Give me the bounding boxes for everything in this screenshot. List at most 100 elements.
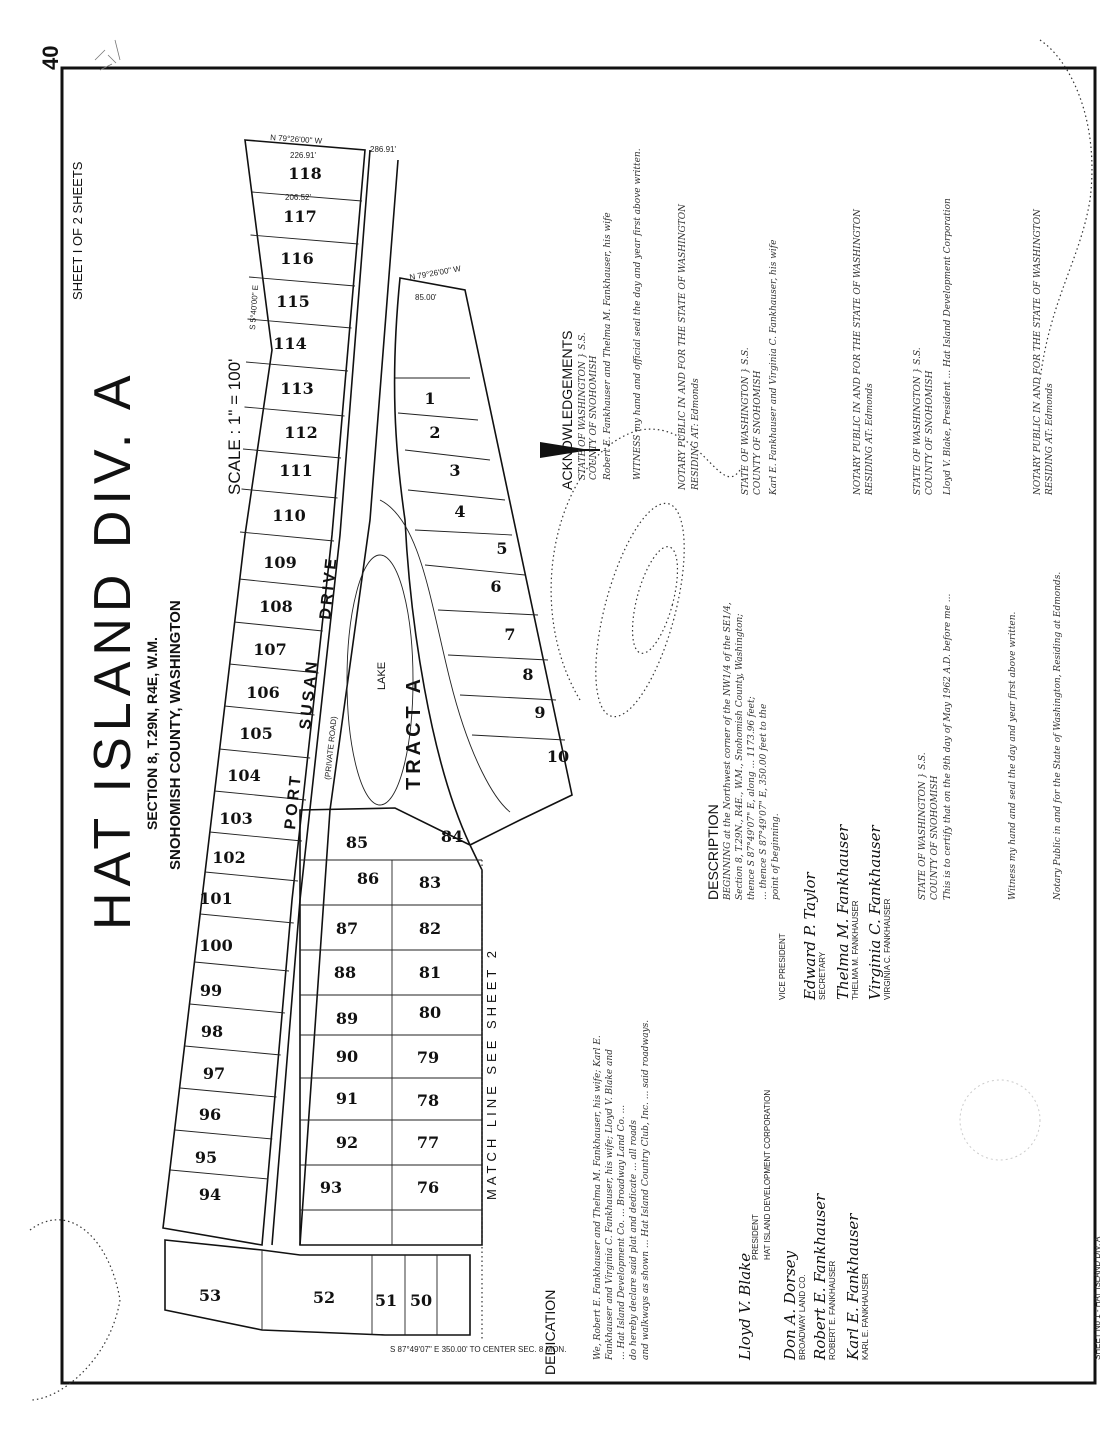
lot-number-81: 81	[419, 963, 441, 982]
broadway-land-co: BROADWAY LAND CO.	[798, 1274, 807, 1360]
signature: Lloyd V. Blake	[736, 1253, 754, 1361]
east-road-curve	[379, 499, 511, 813]
title-president: PRESIDENT	[751, 1214, 760, 1260]
dedication-text: We, Robert E. Fankhauser and Thelma M. F…	[593, 1020, 651, 1361]
lot1-length: 85.00'	[415, 293, 437, 302]
lot-line	[247, 318, 352, 329]
footer-sheet-label: SHEET No 1 - HAT ISLAND DIV. A	[1093, 1236, 1102, 1360]
notary-line: Witness my hand and seal the day and yea…	[1008, 611, 1018, 900]
lot-number-98: 98	[201, 1022, 223, 1041]
plat-title: HAT ISLAND DIV. A	[84, 369, 142, 930]
lot-number-5: 5	[496, 539, 507, 558]
road-name-drive: DRIVE	[317, 555, 341, 620]
lot-line	[219, 748, 311, 759]
lot-number-114: 114	[273, 334, 306, 353]
lot-number-110: 110	[272, 506, 305, 525]
lot-line	[170, 1169, 269, 1180]
lot-line	[239, 531, 335, 542]
lot-number-53: 53	[199, 1286, 221, 1305]
plat-subtitle-section: SECTION 8, T.29N, R4E, W.M.	[144, 637, 160, 830]
lot-line	[245, 361, 349, 372]
lot-line	[184, 1045, 281, 1056]
lake-label: LAKE	[376, 662, 388, 690]
sheet-label: SHEET I OF 2 SHEETS	[70, 161, 85, 300]
lot-number-52: 52	[313, 1288, 335, 1307]
lot-number-118: 118	[288, 164, 321, 183]
lot-number-51: 51	[375, 1291, 397, 1310]
lot-number-3: 3	[449, 461, 460, 480]
signer-name: KARL E. FANKHAUSER	[861, 1273, 870, 1360]
tract-label: TRACT A	[403, 675, 425, 790]
lot-line	[250, 234, 359, 245]
ack-line: RESIDING AT: Edmonds	[865, 383, 875, 496]
lot-number-100: 100	[199, 936, 232, 955]
central-lot-lines	[300, 859, 482, 1211]
notary-line: COUNTY OF SNOHOMISH	[930, 775, 940, 900]
lot-number-85: 85	[346, 833, 368, 852]
lot-line	[205, 871, 298, 882]
ack-line: WITNESS my hand and official seal the da…	[633, 148, 643, 480]
lake-outline	[346, 554, 414, 806]
lot-line	[175, 1129, 273, 1140]
signature: Robert E. Fankhauser	[811, 1193, 829, 1361]
contour-lines	[29, 39, 1093, 1401]
dedication-line: do hereby declare said plat and dedicate…	[629, 1120, 639, 1360]
lot-number-116: 116	[280, 249, 313, 268]
lot117-length: 206.52'	[285, 193, 311, 202]
lot-number-99: 99	[200, 981, 222, 1000]
lot-number-82: 82	[419, 919, 441, 938]
lot-line	[404, 449, 491, 461]
lot-labels: 1181171161151141131121111101091081071061…	[195, 164, 569, 1310]
east-lots-boundary	[393, 277, 573, 847]
lot-number-111: 111	[279, 461, 312, 480]
lot-number-103: 103	[219, 809, 252, 828]
match-line-label: MATCH LINE SEE SHEET 2	[484, 947, 499, 1200]
lot-number-91: 91	[336, 1089, 358, 1108]
lot-line	[239, 578, 328, 589]
ack-line: STATE OF WASHINGTON } S.S.	[578, 332, 588, 480]
ack-line: Robert E. Fankhauser and Thelma M. Fankh…	[603, 212, 613, 481]
description-line: thence S 87°49'07" E, along ... 1173.96 …	[747, 696, 757, 900]
lot-number-106: 106	[246, 683, 279, 702]
description-heading: DESCRIPTION	[705, 804, 721, 900]
port-susan-drive-east-edge	[299, 159, 399, 1246]
lot-number-83: 83	[419, 873, 441, 892]
top-bearing: N 79°26'00" W	[270, 133, 323, 146]
signature-block: HAT ISLAND DEVELOPMENT CORPORATION Lloyd…	[736, 824, 892, 1361]
lot-number-117: 117	[283, 207, 316, 226]
page-border	[60, 66, 1097, 1385]
lot-number-94: 94	[199, 1185, 221, 1204]
east-lot-lines	[395, 377, 566, 741]
scale-label: SCALE : 1" = 100'	[225, 359, 244, 495]
lot-line	[414, 529, 513, 536]
lot-line	[397, 412, 479, 421]
acknowledgement-1: STATE OF WASHINGTON } S.S. COUNTY OF SNO…	[578, 148, 701, 491]
ack-line: RESIDING AT: Edmonds	[1045, 383, 1055, 496]
lot-line	[241, 488, 338, 499]
lot-number-109: 109	[263, 553, 296, 572]
lot-number-97: 97	[203, 1064, 225, 1083]
lot-number-88: 88	[334, 963, 356, 982]
lot-number-84: 84	[441, 827, 463, 846]
description-line: ... thence S 87°49'07" E, 350.00 feet to…	[759, 704, 769, 900]
top-length: 226.91'	[290, 151, 316, 160]
lot-line	[229, 663, 319, 674]
ack-line: COUNTY OF SNOHOMISH	[753, 370, 763, 495]
dedication-heading: DEDICATION	[542, 1290, 558, 1375]
lot-line	[194, 961, 290, 972]
dedication-line: and walkways as shown ... Hat Island Cou…	[641, 1020, 651, 1360]
notary-certificate: STATE OF WASHINGTON } S.S. COUNTY OF SNO…	[918, 572, 1063, 901]
title-secretary: SECRETARY	[818, 951, 827, 1000]
lot-number-80: 80	[419, 1003, 441, 1022]
lot-number-77: 77	[417, 1133, 439, 1152]
lot-line	[209, 831, 302, 842]
lot-number-87: 87	[336, 919, 358, 938]
lot-number-115: 115	[276, 292, 309, 311]
ack-line: STATE OF WASHINGTON } S.S.	[741, 347, 751, 495]
lot-number-113: 113	[280, 379, 313, 398]
signer-name: ROBERT E. FANKHAUSER	[828, 1260, 837, 1360]
dedication-line: ... Hat Island Development Co. ... Broad…	[617, 1105, 627, 1360]
lot-number-112: 112	[284, 423, 317, 442]
road-name-port: PORT	[282, 772, 305, 830]
title-vice-president: VICE PRESIDENT	[778, 933, 787, 1000]
